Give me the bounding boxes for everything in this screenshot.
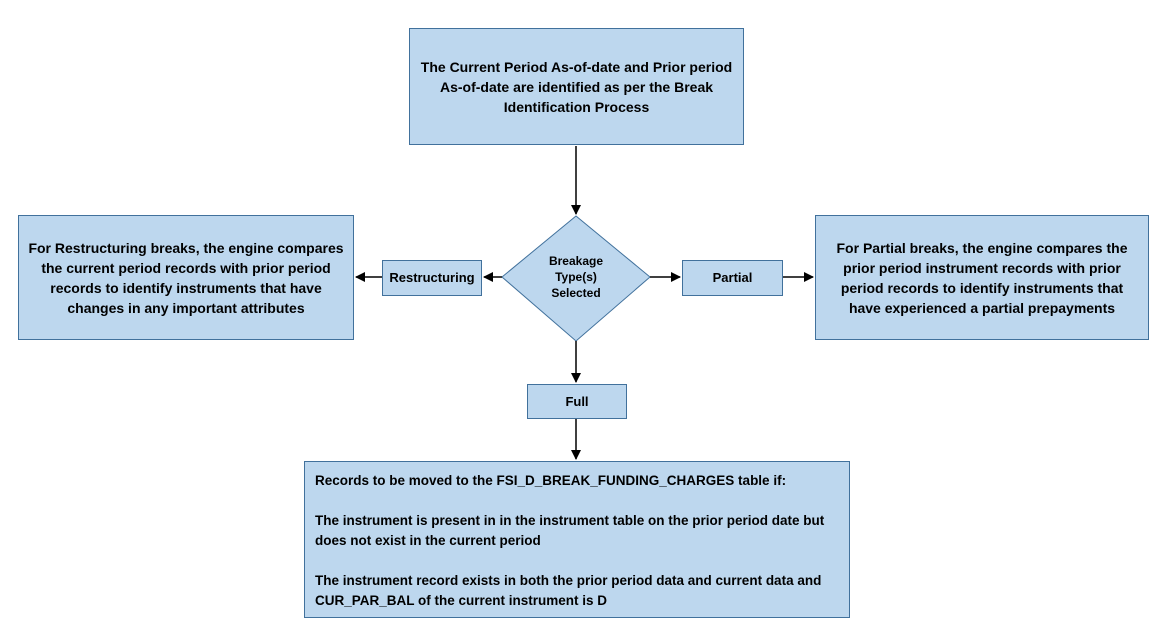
records-condition-1: The instrument is present in in the inst… (315, 513, 825, 548)
records-heading: Records to be moved to the FSI_D_BREAK_F… (315, 473, 787, 488)
branch-restructuring: Restructuring (382, 260, 482, 296)
branch-restructuring-label: Restructuring (389, 270, 475, 285)
branch-full: Full (527, 384, 627, 419)
process-box-break-identification-text: The Current Period As-of-date and Prior … (420, 58, 733, 115)
process-box-break-identification: The Current Period As-of-date and Prior … (409, 28, 744, 145)
branch-full-label: Full (565, 393, 589, 409)
branch-partial-label: Partial (712, 270, 753, 285)
records-condition-2: The instrument record exists in both the… (315, 573, 822, 608)
process-box-partial-breaks-text: For Partial breaks, the engine compares … (836, 239, 1128, 316)
branch-partial: Partial (682, 260, 783, 296)
process-box-full-breaks-records: Records to be moved to the FSI_D_BREAK_F… (304, 461, 850, 618)
process-box-partial-breaks: For Partial breaks, the engine compares … (815, 215, 1149, 340)
decision-label: Breakage Type(s) Selected (548, 254, 604, 300)
process-box-restructuring-breaks-text: For Restructuring breaks, the engine com… (28, 239, 344, 316)
process-box-restructuring-breaks: For Restructuring breaks, the engine com… (18, 215, 354, 340)
